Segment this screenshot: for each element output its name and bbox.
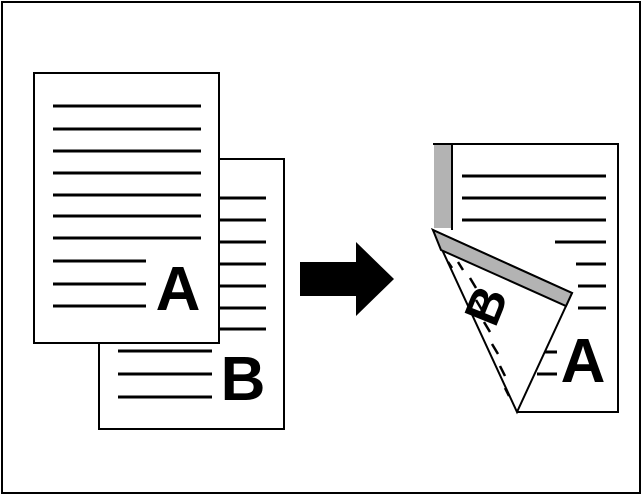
- output-page-text-lines: [462, 174, 606, 376]
- page-a-text-lines: [53, 104, 201, 308]
- page-b-text-lines: [118, 196, 266, 399]
- output-page-letter: A: [561, 327, 606, 396]
- page-a-letter: A: [156, 255, 201, 324]
- folded-flap-margin-strip: [431, 228, 574, 308]
- folded-flap-page-b: B: [430, 227, 574, 415]
- page-a-original: A: [33, 72, 220, 344]
- folded-flap-text-lines: [446, 261, 511, 397]
- page-a-sheet: [33, 72, 220, 344]
- page-b-letter: B: [221, 345, 266, 414]
- duplex-output-group: A B: [430, 143, 619, 415]
- gutter-margin-strip: [434, 145, 452, 228]
- right-arrow-icon: [300, 242, 394, 316]
- original-pages-group: B A: [33, 72, 285, 430]
